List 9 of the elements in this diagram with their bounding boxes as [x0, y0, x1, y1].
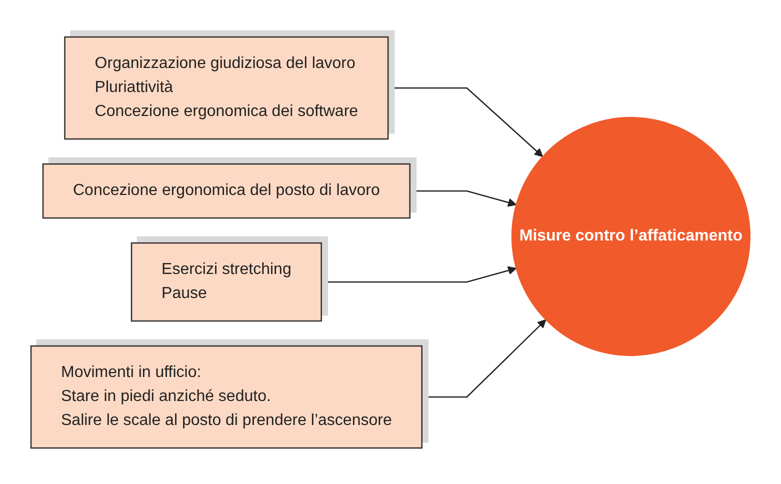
- node-circle: Misure contro l’affaticamento: [511, 116, 750, 356]
- arrow: [321, 266, 517, 282]
- node-box: Esercizi stretching Pause: [130, 242, 322, 322]
- arrow: [410, 190, 517, 206]
- node-box: Movimenti in ufficio: Stare in piedi anziché seduto. Salire le scale al posto di prendere l’ascensore: [30, 344, 422, 448]
- arrow: [422, 318, 546, 398]
- node-box: Concezione ergonomica del posto di lavoro: [42, 162, 410, 218]
- arrow: [388, 86, 544, 156]
- node-box: Organizzazione giudiziosa del lavoro Pluriattività Concezione ergonomica dei software: [64, 36, 389, 140]
